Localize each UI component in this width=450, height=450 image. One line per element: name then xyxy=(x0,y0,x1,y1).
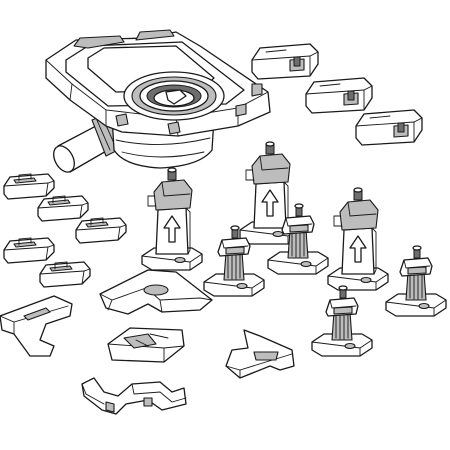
support-foot-tall-3 xyxy=(327,187,389,291)
support-foot-tall-2 xyxy=(141,167,203,271)
foot-block-group xyxy=(3,173,127,288)
foot-block-4 xyxy=(75,217,127,244)
angle-bracket-left xyxy=(0,295,73,357)
support-foot-4 xyxy=(311,285,373,357)
u-bracket-center xyxy=(99,269,213,315)
bracket-group xyxy=(0,269,295,415)
height-adjuster-1 xyxy=(251,43,319,80)
angle-bracket-right xyxy=(225,329,295,379)
drain-body xyxy=(45,29,271,173)
height-adjuster-2 xyxy=(305,77,373,114)
height-adjuster-3 xyxy=(355,109,423,146)
support-foot-3 xyxy=(385,245,447,317)
foot-block-3 xyxy=(3,237,55,264)
u-bracket-bottom xyxy=(81,377,187,415)
foot-block-1 xyxy=(3,173,55,200)
support-feet-group xyxy=(141,141,447,357)
foot-block-5 xyxy=(39,261,91,288)
height-adjuster-group xyxy=(251,43,423,146)
flat-plate xyxy=(107,327,185,363)
foot-block-2 xyxy=(37,195,89,222)
drain-sieve xyxy=(165,89,187,105)
